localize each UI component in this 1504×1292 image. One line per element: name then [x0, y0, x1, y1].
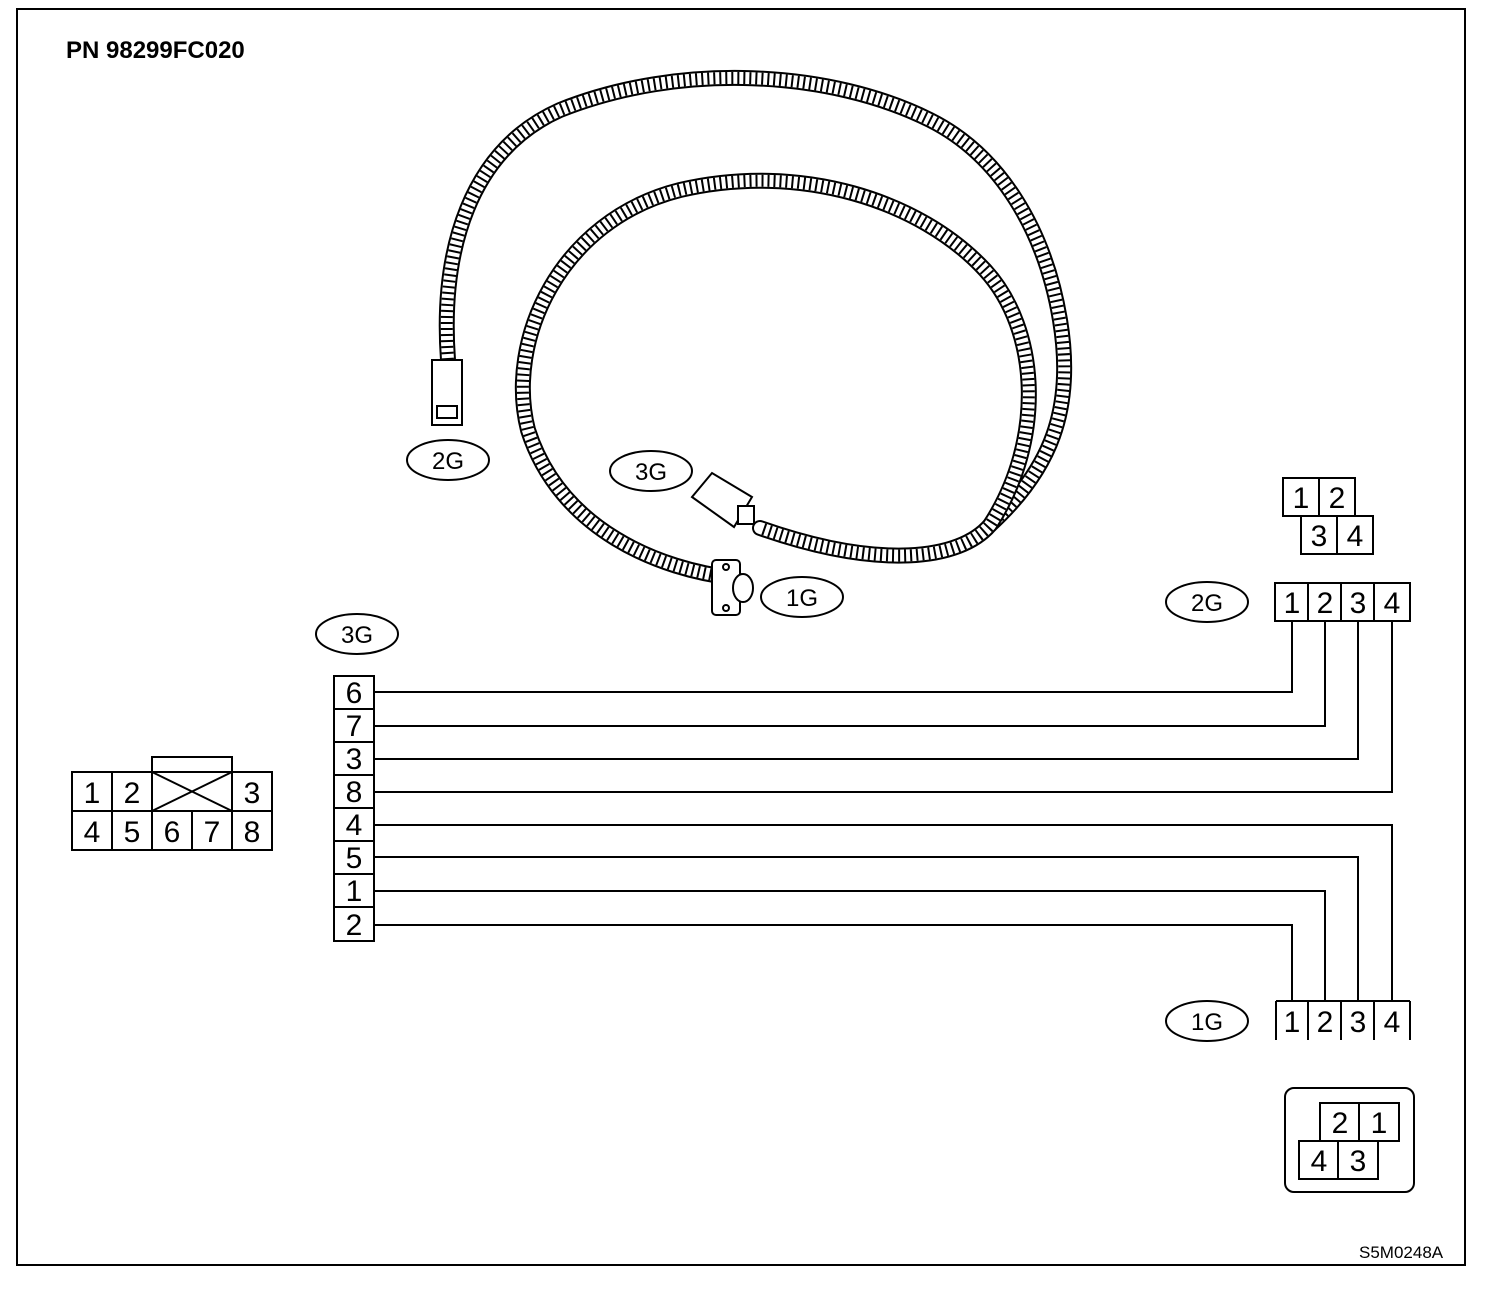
connector-3g-pin: 3	[346, 743, 363, 776]
connector-1g-face-pin: 3	[1350, 1145, 1367, 1178]
part-number: PN 98299FC020	[66, 37, 245, 64]
connector-1g-pin: 2	[1317, 1006, 1334, 1039]
connector-3g-pin: 1	[346, 875, 363, 908]
connector-1g-face-pin: 1	[1371, 1107, 1388, 1140]
wire-3g4-to-1g4	[374, 824, 1393, 1001]
connector-1g-pin: 3	[1350, 1006, 1367, 1039]
connector-3g-face-pin: 3	[244, 777, 261, 810]
connector-3g-pin: 6	[346, 677, 363, 710]
tag-1g-schematic: 1G	[1165, 1000, 1249, 1042]
svg-text:3G: 3G	[635, 459, 667, 486]
harness-illustration: 2G 3G 1G	[406, 69, 1073, 618]
figure-code: S5M0248A	[1359, 1243, 1444, 1262]
wire-3g6-to-2g1	[374, 621, 1293, 693]
connector-1g-sensor-drawing	[711, 559, 754, 616]
connector-2g-pin: 3	[1350, 587, 1367, 620]
connector-3g-face-pin: 2	[124, 777, 141, 810]
connector-3g-face-pin: 6	[164, 816, 181, 849]
connector-3g-face-pin: 8	[244, 816, 261, 849]
connector-2g-face-pin: 2	[1329, 482, 1346, 515]
connector-1g-face: 2 1 4 3	[1284, 1087, 1415, 1193]
wire-3g2-to-1g1	[374, 924, 1293, 1001]
connector-2g-pin-row: 1 2 3 4	[1274, 582, 1411, 622]
svg-text:1G: 1G	[1191, 1009, 1223, 1036]
connector-3g-pin: 4	[346, 809, 363, 842]
connector-1g-pin: 4	[1384, 1006, 1401, 1039]
wire-3g1-to-1g2	[374, 890, 1326, 1001]
tag-1g-illustration: 1G	[760, 576, 844, 618]
tag-2g-schematic: 2G	[1165, 581, 1249, 623]
svg-text:2G: 2G	[432, 448, 464, 475]
connector-3g-pin: 7	[346, 710, 363, 743]
connector-3g-pin: 5	[346, 842, 363, 875]
harness-cable-outer	[438, 69, 1073, 533]
wire-3g3-to-2g3	[374, 621, 1359, 760]
tag-3g-schematic: 3G	[315, 613, 399, 655]
connector-2g-face: 1 2 3 4	[1282, 477, 1374, 555]
connector-3g-pin-column: 6 7 3 8 4 5 1 2	[333, 675, 375, 942]
connector-1g-pin: 1	[1284, 1006, 1301, 1039]
connector-2g-plug-drawing	[431, 359, 463, 426]
wire-group	[374, 621, 1393, 1001]
tag-2g-illustration: 2G	[406, 439, 490, 481]
connector-3g-face-pin: 7	[204, 816, 221, 849]
connector-1g-pin-row: 1 2 3 4	[1275, 1000, 1411, 1040]
connector-2g-face-pin: 4	[1347, 520, 1364, 553]
connector-2g-pin: 4	[1384, 587, 1401, 620]
connector-2g-pin: 1	[1284, 587, 1301, 620]
tag-3g-illustration: 3G	[609, 450, 693, 492]
connector-2g-face-pin: 3	[1311, 520, 1328, 553]
connector-1g-face-pin: 4	[1311, 1145, 1328, 1178]
wire-3g7-to-2g2	[374, 621, 1326, 727]
connector-3g-pin: 2	[346, 909, 363, 942]
svg-text:2G: 2G	[1191, 590, 1223, 617]
connector-3g-face-pin: 1	[84, 777, 101, 810]
connector-2g-face-pin: 1	[1293, 482, 1310, 515]
connector-3g-plug-drawing	[690, 471, 755, 529]
connector-3g-pin: 8	[346, 776, 363, 809]
wire-3g5-to-1g3	[374, 856, 1359, 1001]
connector-3g-face-pin: 4	[84, 816, 101, 849]
connector-3g-face-pin: 5	[124, 816, 141, 849]
harness-cable-inner	[514, 172, 1037, 586]
connector-2g-pin: 2	[1317, 587, 1334, 620]
diagram-frame	[16, 8, 1466, 1266]
connector-1g-face-pin: 2	[1332, 1107, 1349, 1140]
connector-3g-face: 1 2 3 4 5 6 7 8	[71, 756, 273, 851]
wire-3g8-to-2g4	[374, 621, 1393, 793]
svg-text:3G: 3G	[341, 622, 373, 649]
svg-text:1G: 1G	[786, 585, 818, 612]
